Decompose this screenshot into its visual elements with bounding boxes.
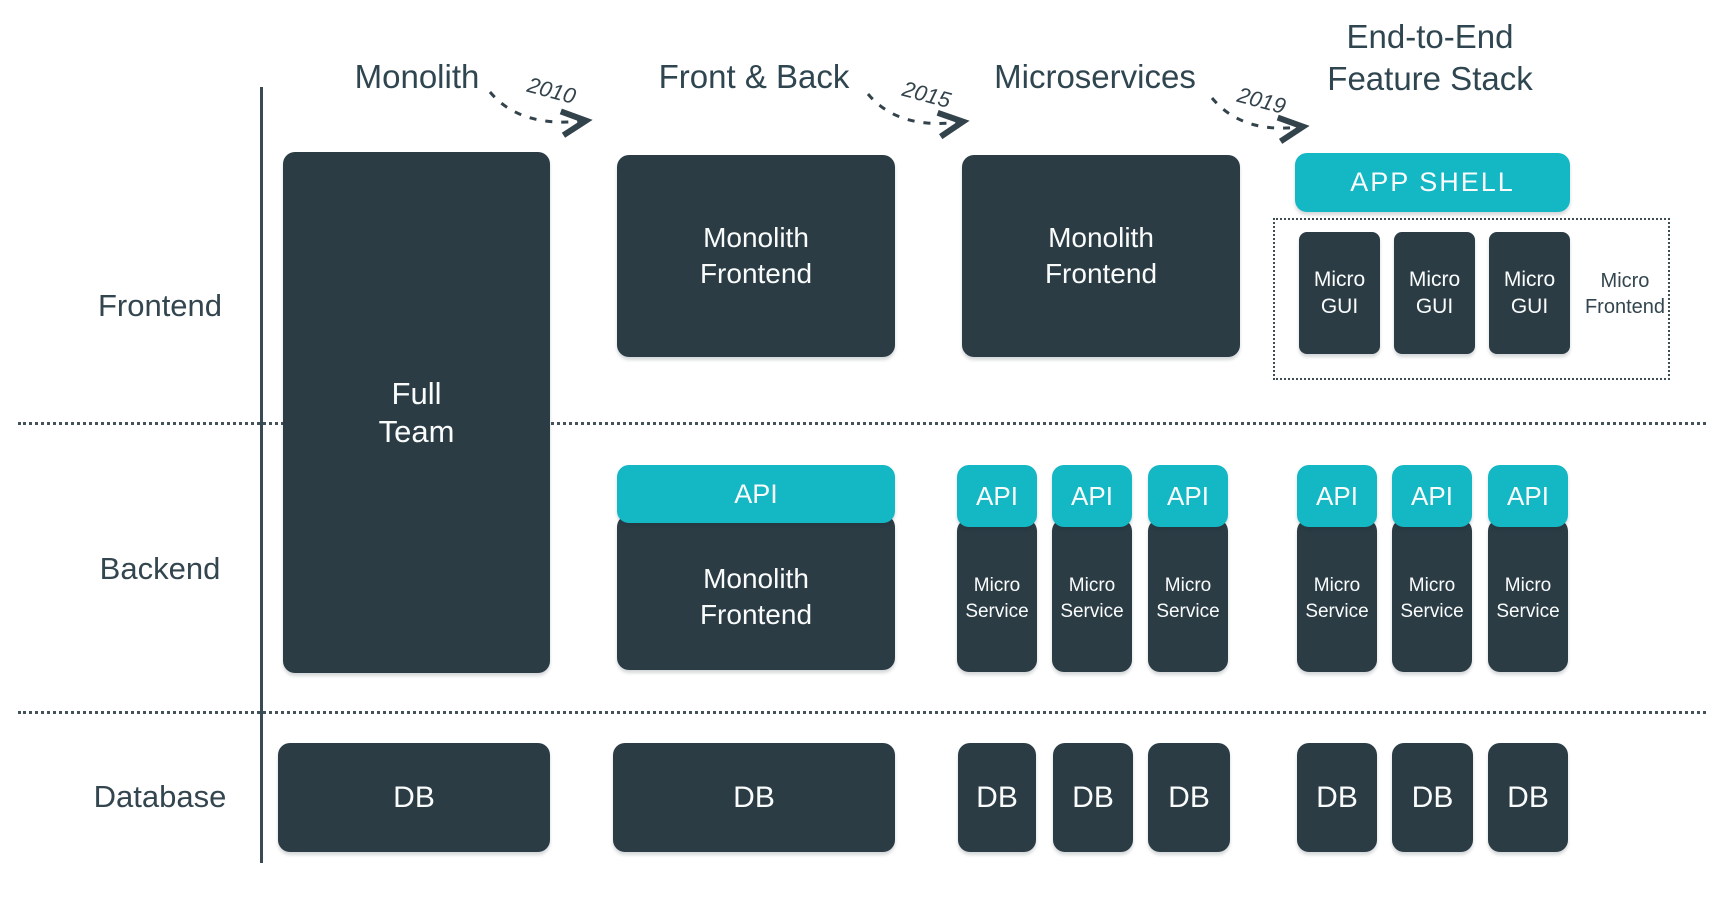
column-title-end-to-end-feature-stack: End-to-End Feature Stack [1327,18,1533,97]
db-box-feature-stack: DB [1488,743,1568,852]
row-label-backend: Backend [99,551,221,586]
api-label: API [1167,480,1209,511]
micro-service-label: Micro Service [1400,574,1464,622]
row-divider-frontend-backend [18,422,1706,425]
microservice-stack: API Micro Service [957,465,1037,672]
backend-stack-col2: API Monolith Frontend [617,465,895,670]
db-label: DB [1507,780,1549,814]
micro-service-label: Micro Service [1496,574,1560,622]
micro-gui-box: Micro GUI [1299,232,1380,354]
micro-gui-label: Micro GUI [1503,268,1556,318]
db-box-microservice: DB [1053,743,1133,852]
year-label-2015: 2015 [899,76,954,113]
db-label: DB [1316,780,1358,814]
row-divider-backend-database [18,711,1706,714]
db-label: DB [733,780,775,814]
api-label: API [976,480,1018,511]
micro-gui-label: Micro GUI [1408,268,1461,318]
db-box-microservice: DB [1148,743,1230,852]
microservice-stack: API Micro Service [1052,465,1132,672]
microservice-body: Micro Service [1392,519,1472,672]
db-box-feature-stack: DB [1297,743,1377,852]
api-label: API [1316,480,1358,511]
vertical-axis-line [260,87,263,863]
monolith-frontend-label: Monolith Frontend [699,222,813,289]
microservice-body: Micro Service [1297,519,1377,672]
monolith-frontend-label: Monolith Frontend [1044,222,1158,289]
microservice-stack: API Micro Service [1392,465,1472,672]
api-cap: API [957,465,1037,527]
api-label: API [1071,480,1113,511]
db-label: DB [976,780,1018,814]
micro-gui-box: Micro GUI [1394,232,1475,354]
db-label: DB [1072,780,1114,814]
api-cap: API [1488,465,1568,527]
micro-frontend-label: Micro Frontend [1584,270,1666,318]
api-cap: API [1297,465,1377,527]
monolith-frontend-box-col2: Monolith Frontend [617,155,895,357]
api-label: API [1507,480,1549,511]
microservice-stack: API Micro Service [1297,465,1377,672]
micro-service-label: Micro Service [1060,574,1124,622]
db-label: DB [1411,780,1454,814]
micro-frontend-group: Micro GUI Micro GUI Micro GUI Micro Fron… [1273,218,1670,380]
microservice-body: Micro Service [1488,519,1568,672]
api-cap: API [1392,465,1472,527]
db-box-monolith: DB [278,743,550,852]
micro-gui-label: Micro GUI [1313,268,1366,318]
micro-gui-box: Micro GUI [1489,232,1570,354]
column-title-monolith: Monolith [354,58,480,95]
row-label-frontend: Frontend [97,288,223,323]
api-cap: API [1148,465,1228,527]
api-cap: API [1052,465,1132,527]
row-label-database: Database [93,779,227,814]
db-label: DB [393,780,435,814]
micro-service-label: Micro Service [1156,574,1220,622]
monolith-frontend-label: Monolith Frontend [699,562,813,630]
api-cap: API [617,465,895,523]
api-label: API [1411,480,1453,511]
app-shell-label: APP SHELL [1350,167,1515,197]
full-team-box: Full Team [283,152,550,673]
year-label-2010: 2010 [524,72,579,109]
microservice-body: Micro Service [957,519,1037,672]
app-shell-box: APP SHELL [1295,153,1570,212]
column-title-microservices: Microservices [994,58,1196,95]
backend-body: Monolith Frontend [617,515,895,670]
micro-service-label: Micro Service [1305,574,1369,622]
microservice-body: Micro Service [1052,519,1132,672]
db-box-microservice: DB [958,743,1036,852]
micro-service-label: Micro Service [965,574,1029,622]
full-team-label: Full Team [378,375,455,449]
microservice-stack: API Micro Service [1488,465,1568,672]
db-box-feature-stack: DB [1392,743,1473,852]
microservice-body: Micro Service [1148,519,1228,672]
monolith-frontend-box-col3: Monolith Frontend [962,155,1240,357]
api-label: API [734,478,778,509]
microservice-stack: API Micro Service [1148,465,1228,672]
db-label: DB [1168,780,1210,814]
db-box-front-and-back: DB [613,743,895,852]
column-title-front-and-back: Front & Back [658,58,850,95]
